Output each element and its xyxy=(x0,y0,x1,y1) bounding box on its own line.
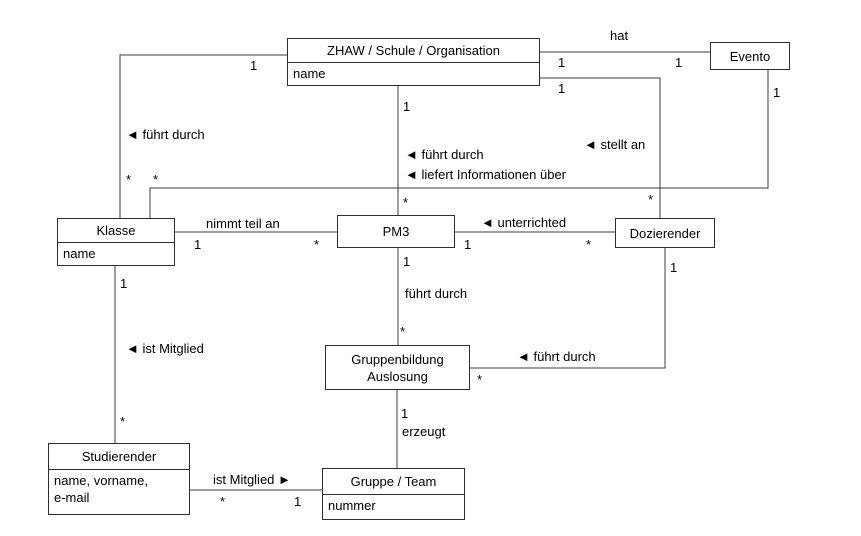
multiplicity-hat-evento: 1 xyxy=(675,55,683,70)
multiplicity-fuehrt-durch-gb-gruppenbildung: * xyxy=(400,324,406,339)
entity-zhaw-title: ZHAW / Schule / Organisation xyxy=(327,43,500,58)
multiplicity-liefert-evento: 1 xyxy=(773,85,781,100)
assoc-label-unterrichted: ◄ unterrichted xyxy=(481,215,567,230)
multiplicity-fuehrt-durch-doz-gruppenbildung: * xyxy=(477,372,483,387)
entity-studierender-attr1: name, vorname, xyxy=(54,473,148,488)
entity-zhaw: ZHAW / Schule / Organisation name xyxy=(287,38,540,86)
entity-gruppenbildung-title-line2: Auslosung xyxy=(367,368,428,384)
entity-gruppenbildung-title-line1: Gruppenbildung xyxy=(351,351,444,367)
multiplicity-fuehrt-durch-doz-dozierender: 1 xyxy=(670,260,678,275)
assoc-label-stellt-an: ◄ stellt an xyxy=(584,137,646,152)
entity-dozierender-title: Dozierender xyxy=(629,225,701,241)
entity-klasse-title: Klasse xyxy=(96,223,136,238)
line-stellt-an xyxy=(540,77,661,218)
entity-klasse: Klasse name xyxy=(57,218,175,266)
multiplicity-ist-mitglied-klasse: 1 xyxy=(120,276,128,291)
line-liefert-informationen xyxy=(149,70,769,218)
entity-gruppe-team-title: Gruppe / Team xyxy=(350,474,437,489)
assoc-label-erzeugt: erzeugt xyxy=(402,424,446,439)
entity-dozierender: Dozierender xyxy=(615,218,715,248)
entity-gruppenbildung-title: Gruppenbildung Auslosung xyxy=(326,346,469,389)
entity-pm3-title: PM3 xyxy=(382,224,410,239)
entity-evento-title: Evento xyxy=(729,48,771,64)
multiplicity-nimmt-teil-klasse: 1 xyxy=(194,237,202,252)
multiplicity-ist-mitglied-gruppe-gruppe: 1 xyxy=(294,494,302,509)
multiplicity-liefert-klasse: * xyxy=(153,172,159,187)
entity-gruppe-team: Gruppe / Team nummer xyxy=(322,468,465,520)
assoc-label-fuehrt-durch-dozierender: ◄ führt durch xyxy=(517,349,596,364)
multiplicity-erzeugt-gruppenbildung: 1 xyxy=(401,406,409,421)
entity-studierender-attr2: e-mail xyxy=(54,490,90,505)
multiplicity-hat-zhaw: 1 xyxy=(558,55,566,70)
entity-zhaw-attribute: name xyxy=(288,62,539,85)
line-fuehrt-durch-dozierender xyxy=(470,248,666,369)
multiplicity-stellt-an-zhaw: 1 xyxy=(558,81,566,96)
multiplicity-fuehrt-durch-pm3-pm3: * xyxy=(403,195,409,210)
multiplicity-unterrichted-pm3: 1 xyxy=(464,237,472,252)
multiplicity-ist-mitglied-gruppe-studierender: * xyxy=(220,494,226,509)
entity-evento: Evento xyxy=(710,42,790,70)
multiplicity-nimmt-teil-pm3: * xyxy=(314,237,320,252)
entity-studierender-title: Studierender xyxy=(81,449,157,464)
multiplicity-unterrichted-dozierender: * xyxy=(586,237,592,252)
entity-studierender: Studierender name, vorname, e-mail xyxy=(48,443,190,515)
assoc-label-ist-mitglied-gruppe: ist Mitglied ► xyxy=(213,472,291,487)
assoc-label-nimmt-teil-an: nimmt teil an xyxy=(206,216,280,231)
multiplicity-fuehrt-durch-klasse-klasse: * xyxy=(126,172,132,187)
assoc-label-liefert-informationen: ◄ liefert Informationen über xyxy=(405,167,567,182)
entity-gruppenbildung: Gruppenbildung Auslosung xyxy=(325,345,470,390)
entity-pm3: PM3 xyxy=(337,215,455,248)
multiplicity-ist-mitglied-studierender: * xyxy=(120,414,126,429)
entity-gruppe-team-attribute: nummer xyxy=(323,494,464,519)
assoc-label-ist-mitglied-klasse: ◄ ist Mitglied xyxy=(126,341,204,356)
assoc-label-fuehrt-durch-gruppenbildung: führt durch xyxy=(405,286,468,301)
line-fuehrt-durch-klasse xyxy=(119,54,287,218)
assoc-label-fuehrt-durch-klasse: ◄ führt durch xyxy=(126,127,205,142)
assoc-label-fuehrt-durch-pm3: ◄ führt durch xyxy=(405,147,484,162)
multiplicity-stellt-an-dozierender: * xyxy=(648,192,654,207)
assoc-label-hat: hat xyxy=(610,28,629,43)
entity-klasse-attribute: name xyxy=(58,242,174,265)
multiplicity-fuehrt-durch-gb-pm3: 1 xyxy=(403,254,411,269)
multiplicity-fuehrt-durch-pm3-zhaw: 1 xyxy=(403,99,411,114)
entity-studierender-attributes: name, vorname, e-mail xyxy=(49,469,189,514)
multiplicity-fuehrt-durch-klasse-zhaw: 1 xyxy=(250,58,258,73)
